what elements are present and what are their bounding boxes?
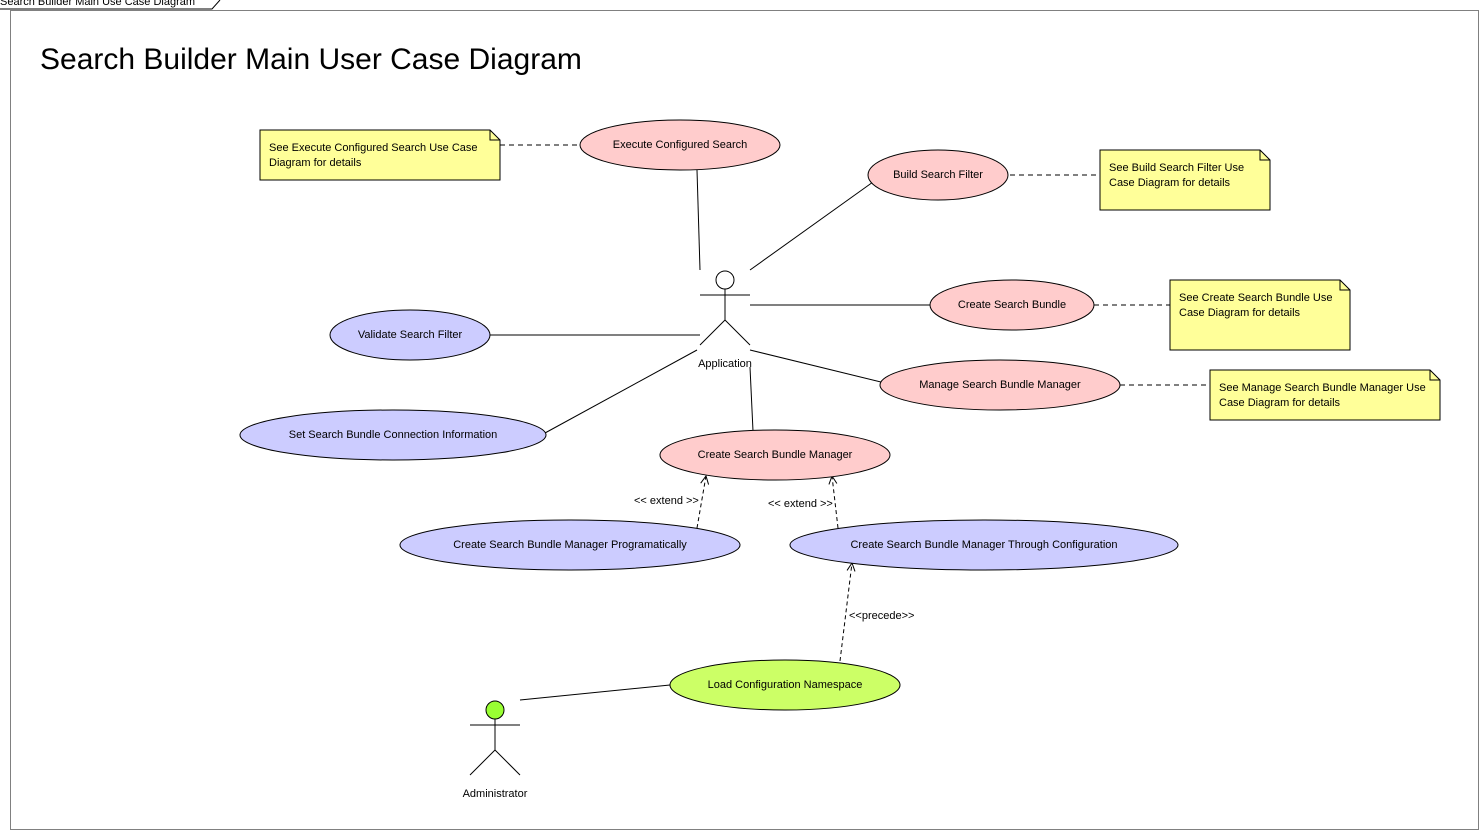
use-case-execute-configured-search[interactable]: Execute Configured Search	[579, 119, 781, 171]
use-case-create-manager-programatically[interactable]: Create Search Bundle Manager Programatic…	[399, 519, 741, 571]
note-line-2: Case Diagram for details	[1219, 397, 1341, 409]
use-case-create-search-bundle[interactable]: Create Search Bundle	[929, 279, 1095, 331]
use-case-build-search-filter[interactable]: Build Search Filter	[867, 149, 1009, 201]
dependency-arrows	[696, 476, 852, 662]
page-title: Search Builder Main User Case Diagram	[40, 43, 582, 76]
use-case-label: Manage Search Bundle Manager	[919, 379, 1081, 391]
frame-tab-label: Search Builder Main Use Case Diagram	[0, 0, 196, 8]
use-case-create-manager-through-configuration[interactable]: Create Search Bundle Manager Through Con…	[789, 519, 1179, 571]
note-line-1: See Build Search Filter Use	[1109, 162, 1244, 174]
use-case-label: Execute Configured Search	[613, 139, 748, 151]
assoc-manage	[749, 349, 886, 384]
extend-label-left: << extend >>	[634, 495, 699, 507]
note-connectors	[500, 144, 1210, 386]
note-line-1: See Execute Configured Search Use Case	[269, 142, 478, 154]
extend-label-right: << extend >>	[768, 498, 833, 510]
stick-figure-icon	[699, 270, 751, 346]
assoc-connection-info	[544, 349, 698, 434]
extend-arrow-right	[832, 476, 839, 529]
use-case-label: Create Search Bundle Manager Through Con…	[850, 539, 1117, 551]
use-case-create-search-bundle-manager[interactable]: Create Search Bundle Manager	[659, 429, 891, 481]
assoc-execute	[696, 169, 701, 271]
note-line-1: See Manage Search Bundle Manager Use	[1219, 382, 1426, 394]
actor-label: Administrator	[463, 788, 528, 800]
extend-arrow-left	[696, 476, 706, 529]
precede-arrow	[839, 563, 852, 662]
precede-label: <<precede>>	[849, 610, 914, 622]
assoc-load-config	[519, 684, 671, 701]
actor-administrator[interactable]: Administrator	[463, 700, 528, 800]
use-case-label: Create Search Bundle Manager Programatic…	[453, 539, 687, 551]
note-line-2: Case Diagram for details	[1179, 307, 1301, 319]
note-line-2: Case Diagram for details	[1109, 177, 1231, 189]
actor-label: Application	[698, 358, 752, 370]
assoc-create-manager	[749, 366, 754, 432]
use-case-label: Build Search Filter	[893, 169, 983, 181]
use-case-manage-search-bundle-manager[interactable]: Manage Search Bundle Manager	[879, 359, 1121, 411]
note-build-search-filter[interactable]: See Build Search Filter Use Case Diagram…	[1099, 149, 1271, 211]
use-case-validate-search-filter[interactable]: Validate Search Filter	[329, 309, 491, 361]
note-line-1: See Create Search Bundle Use	[1179, 292, 1332, 304]
assoc-build-filter	[749, 181, 874, 271]
note-create-search-bundle[interactable]: See Create Search Bundle Use Case Diagra…	[1169, 279, 1351, 351]
use-case-set-connection-info[interactable]: Set Search Bundle Connection Information	[239, 409, 547, 461]
use-case-label: Create Search Bundle Manager	[698, 449, 853, 461]
actor-application[interactable]: Application	[698, 270, 752, 370]
note-execute-configured-search[interactable]: See Execute Configured Search Use Case D…	[259, 129, 501, 181]
note-manage-search-bundle-manager[interactable]: See Manage Search Bundle Manager Use Cas…	[1209, 369, 1441, 421]
use-case-label: Set Search Bundle Connection Information	[289, 429, 498, 441]
stick-figure-icon	[469, 700, 521, 776]
diagram-frame	[10, 10, 1479, 830]
use-case-label: Load Configuration Namespace	[708, 679, 863, 691]
use-case-load-configuration-namespace[interactable]: Load Configuration Namespace	[669, 659, 901, 711]
note-line-2: Diagram for details	[269, 157, 362, 169]
association-lines	[490, 169, 930, 701]
use-case-label: Validate Search Filter	[358, 329, 463, 341]
use-case-label: Create Search Bundle	[958, 299, 1066, 311]
frame-tab-outline	[0, 0, 221, 10]
